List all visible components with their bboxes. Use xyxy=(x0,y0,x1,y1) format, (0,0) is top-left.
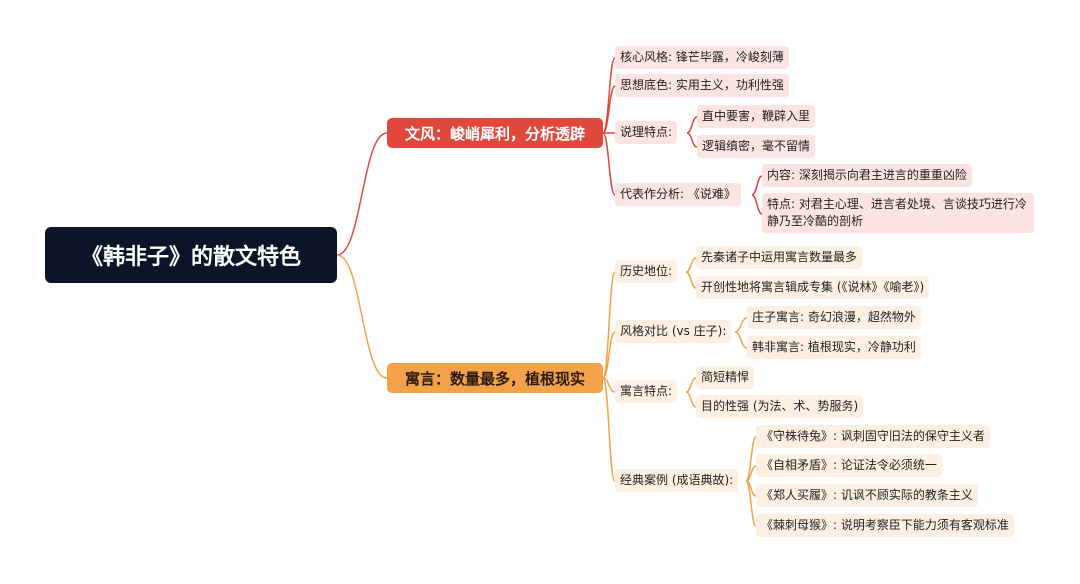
traits-node[interactable]: 寓言特点: xyxy=(615,380,678,403)
contrast-node[interactable]: 风格对比 (vs 庄子): xyxy=(615,320,732,343)
thought-base-node[interactable]: 思想底色: 实用主义，功利性强 xyxy=(615,74,789,97)
link-masterpiece-1 xyxy=(751,175,763,196)
masterpiece-node[interactable]: 代表作分析: 《说难》 xyxy=(615,183,741,206)
style-branch-connectors xyxy=(336,57,763,256)
link-fable-cases xyxy=(602,377,616,482)
history-item[interactable]: 开创性地将寓言辑成专集 (《说林》《喻老》) xyxy=(696,276,930,299)
link-fable-traits xyxy=(602,377,616,393)
history-node[interactable]: 历史地位: xyxy=(615,260,678,283)
style-branch-node[interactable]: 文风：峻峭犀利，分析透辟 xyxy=(387,118,603,148)
link-style-core xyxy=(602,57,616,134)
reasoning-item[interactable]: 直中要害，鞭辟入里 xyxy=(697,105,816,128)
masterpiece-feature[interactable]: 特点: 对君主心理、进言者处境、言谈技巧进行冷静乃至冷酷的剖析 xyxy=(762,193,1034,233)
link-history-1 xyxy=(685,257,697,273)
reasoning-item[interactable]: 逻辑缜密，毫不留情 xyxy=(697,135,816,158)
link-contrast-1 xyxy=(734,317,748,333)
contrast-item[interactable]: 庄子寓言: 奇幻浪漫，超然物外 xyxy=(747,306,921,329)
link-style-masterpiece xyxy=(602,132,616,196)
history-item[interactable]: 先秦诸子中运用寓言数量最多 xyxy=(696,246,863,269)
link-style-thought xyxy=(602,85,616,134)
case-item[interactable]: 《自相矛盾》: 论证法令必须统一 xyxy=(756,454,942,477)
cases-node[interactable]: 经典案例 (成语典故): xyxy=(615,469,739,492)
link-fable-history xyxy=(602,271,616,379)
masterpiece-content[interactable]: 内容: 深刻揭示向君主进言的重重凶险 xyxy=(762,164,972,187)
link-reasoning-2 xyxy=(686,132,698,148)
link-traits-1 xyxy=(685,377,697,393)
traits-item[interactable]: 简短精悍 xyxy=(696,366,755,389)
case-item[interactable]: 《棘刺母猴》: 说明考察臣下能力须有客观标准 xyxy=(756,514,1014,537)
link-cases-4 xyxy=(745,480,757,527)
case-item[interactable]: 《郑人买履》: 讥讽不顾实际的教条主义 xyxy=(756,484,978,507)
case-item[interactable]: 《守株待兔》: 讽刺固守旧法的保守主义者 xyxy=(756,425,990,448)
reasoning-node[interactable]: 说理特点: xyxy=(615,121,678,144)
link-traits-2 xyxy=(685,391,697,408)
link-contrast-2 xyxy=(734,331,748,349)
link-root-fable xyxy=(336,254,388,379)
traits-item[interactable]: 目的性强 (为法、术、势服务) xyxy=(696,395,864,418)
link-history-2 xyxy=(685,271,697,289)
link-fable-contrast xyxy=(602,331,616,379)
fable-branch-node[interactable]: 寓言：数量最多，植根现实 xyxy=(387,363,603,393)
contrast-item[interactable]: 韩非寓言: 植根现实，冷静功利 xyxy=(747,336,921,359)
link-reasoning-1 xyxy=(686,116,698,134)
link-root-style xyxy=(336,132,388,256)
fable-branch-connectors xyxy=(336,254,757,527)
link-masterpiece-2 xyxy=(751,194,763,215)
root-node[interactable]: 《韩非子》的散文特色 xyxy=(45,227,337,283)
core-style-node[interactable]: 核心风格: 锋芒毕露，冷峻刻薄 xyxy=(615,46,789,69)
